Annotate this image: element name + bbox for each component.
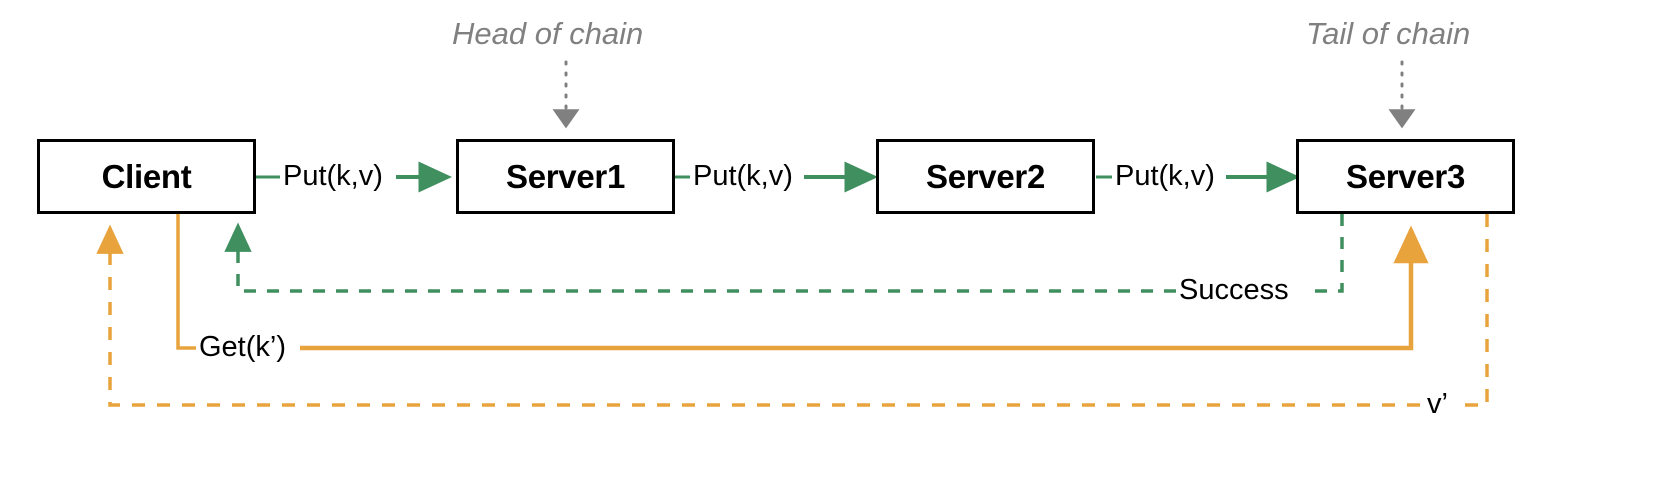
edge-label-success: Success (1176, 276, 1292, 305)
edge-label-value-text: v’ (1427, 388, 1448, 420)
edge-value-server3-client (96, 214, 1489, 407)
node-client[interactable]: Client (37, 139, 256, 214)
edge-label-put-1-text: Put(k,v) (283, 160, 383, 192)
node-server1-label: Server1 (505, 157, 625, 195)
edge-label-success-text: Success (1179, 274, 1289, 306)
edge-label-put-server2-server3: Put(k,v) (1112, 162, 1218, 191)
edge-label-put-3-text: Put(k,v) (1115, 160, 1215, 192)
node-server2-label: Server2 (925, 157, 1045, 195)
annotation-head-of-chain: Head of chain (452, 18, 643, 49)
edge-label-put-client-server1: Put(k,v) (280, 162, 386, 191)
edge-label-put-2-text: Put(k,v) (693, 160, 793, 192)
node-server3-label: Server3 (1345, 157, 1465, 195)
edge-label-get-text: Get(k’) (199, 331, 286, 363)
node-client-label: Client (101, 157, 192, 195)
annotation-head-of-chain-text: Head of chain (452, 16, 644, 51)
node-server3[interactable]: Server3 (1296, 139, 1515, 214)
edge-success-server3-client (224, 214, 1344, 293)
annotation-tail-of-chain: Tail of chain (1306, 18, 1470, 49)
edge-get-client-server3 (176, 213, 1429, 351)
edge-label-value: v’ (1424, 390, 1451, 419)
annotation-tail-of-chain-text: Tail of chain (1306, 16, 1471, 51)
node-server2[interactable]: Server2 (876, 139, 1095, 214)
edge-label-get: Get(k’) (196, 333, 289, 362)
edge-label-put-server1-server2: Put(k,v) (690, 162, 796, 191)
node-server1[interactable]: Server1 (456, 139, 675, 214)
